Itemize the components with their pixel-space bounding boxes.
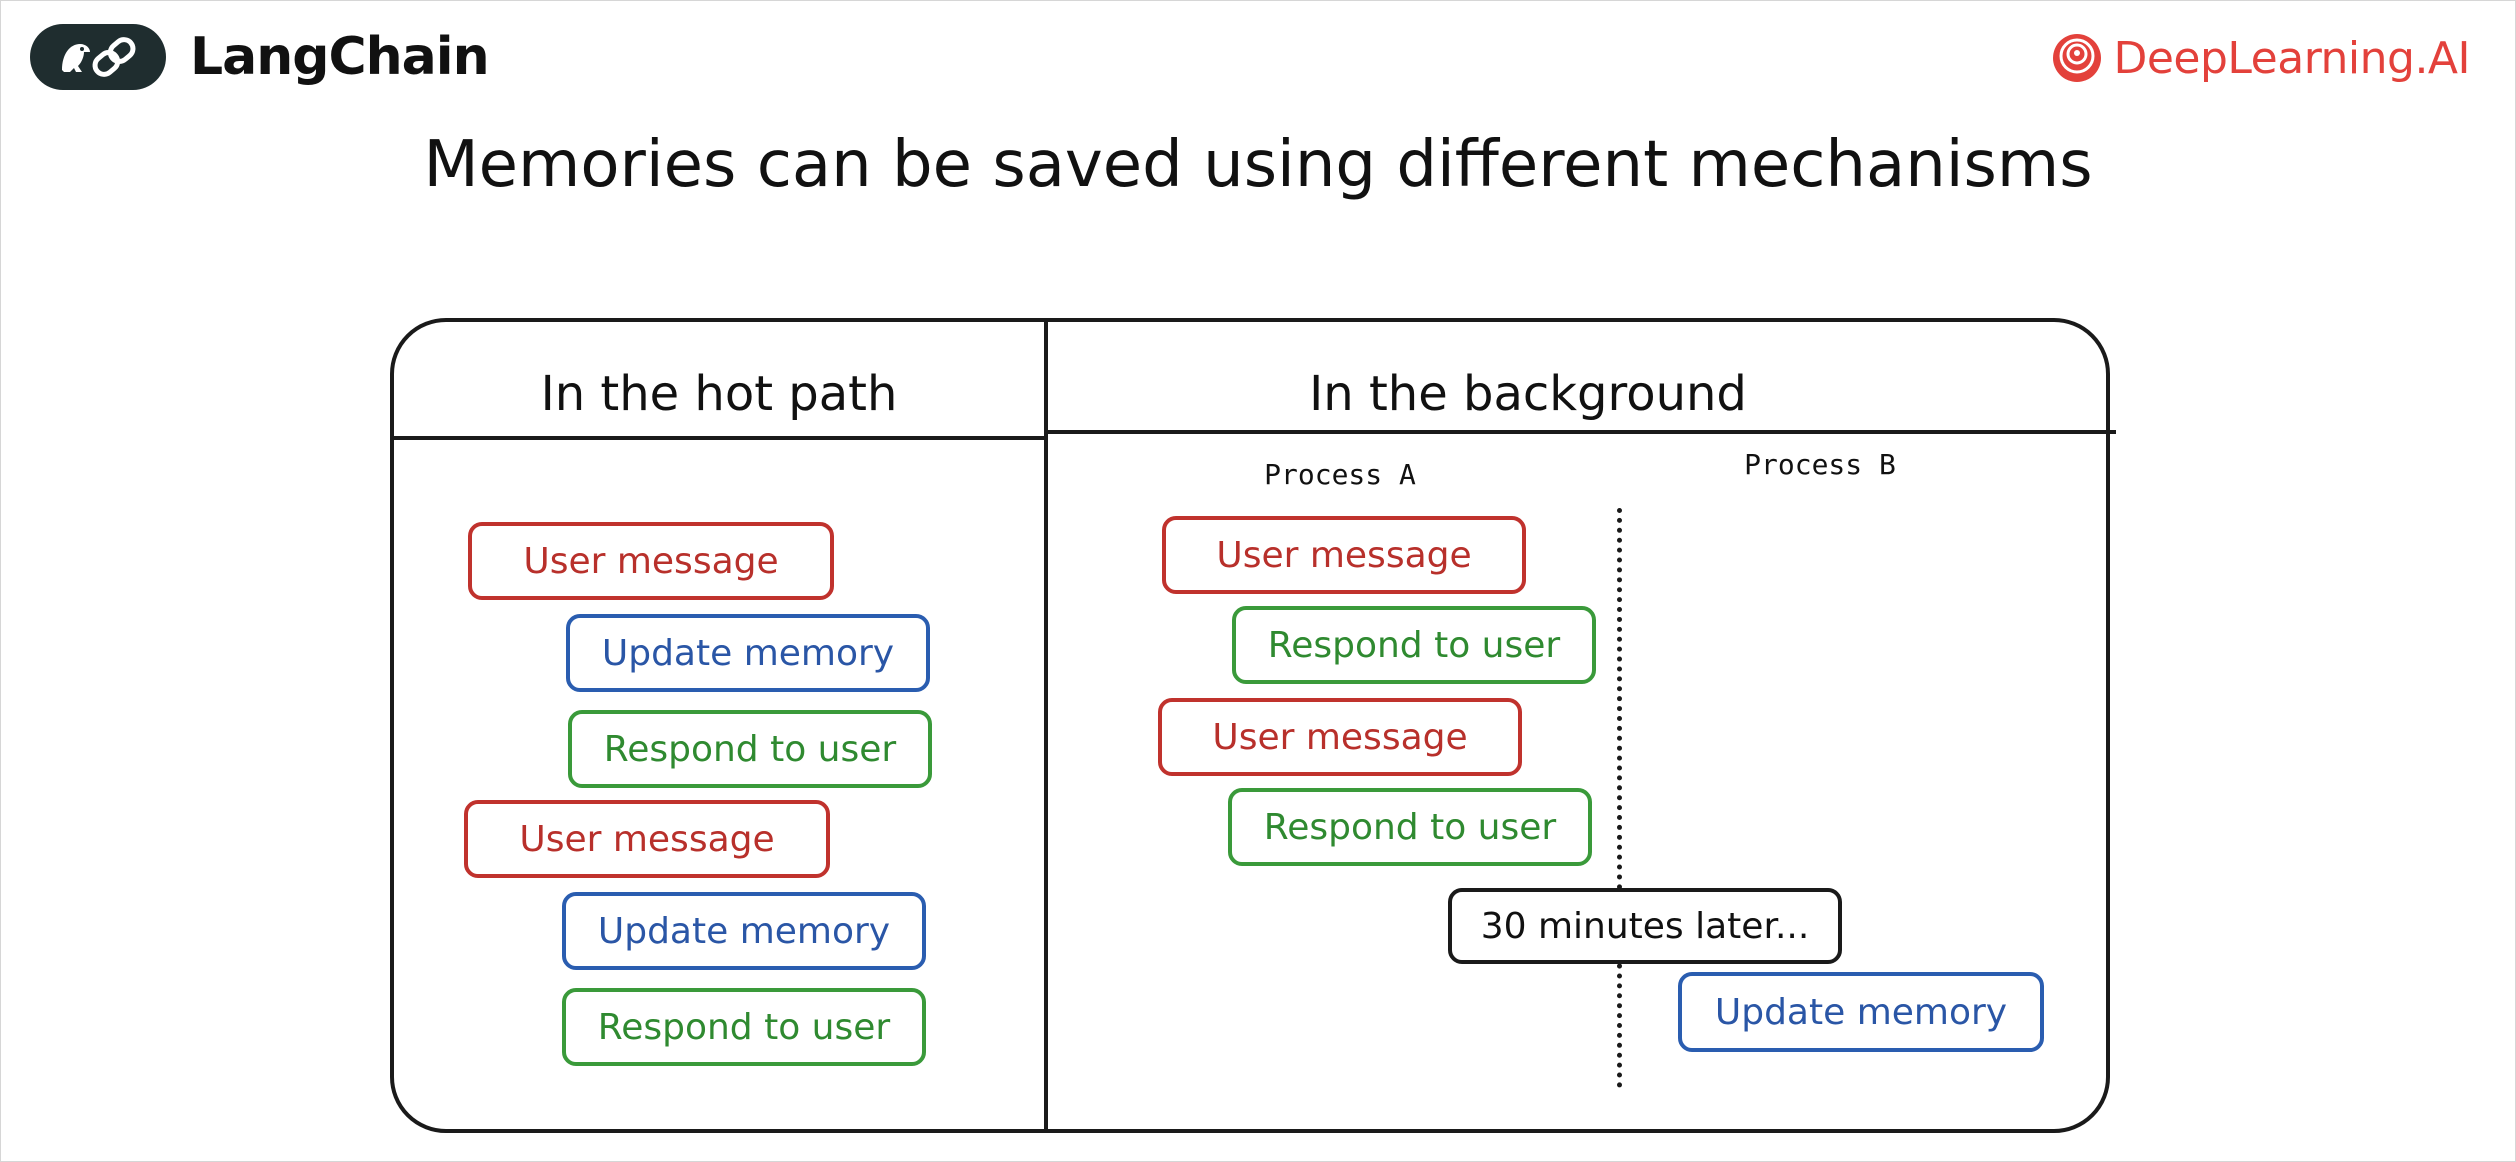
background-respond-to-user-1: Respond to user xyxy=(1232,606,1596,684)
hot-path-heading: In the hot path xyxy=(540,366,898,422)
background-update-memory: Update memory xyxy=(1678,972,2044,1052)
mechanisms-diagram xyxy=(390,318,2110,1133)
column-divider xyxy=(1044,322,1048,1129)
process-separator-dotted-line xyxy=(1617,508,1622,1088)
background-respond-to-user-2: Respond to user xyxy=(1228,788,1592,866)
hot-path-respond-to-user-2: Respond to user xyxy=(562,988,926,1066)
header-divider-left xyxy=(390,436,1048,440)
langchain-badge-icon xyxy=(30,24,166,90)
process-b-label: Process B xyxy=(1744,448,1896,481)
deeplearning-logo: DeepLearning.AI xyxy=(2051,30,2470,86)
hot-path-update-memory-1: Update memory xyxy=(566,614,930,692)
background-user-message-2: User message xyxy=(1158,698,1522,776)
background-user-message-1: User message xyxy=(1162,516,1526,594)
header-divider-right xyxy=(1046,430,2116,434)
process-a-label: Process A xyxy=(1264,458,1416,491)
hot-path-respond-to-user-1: Respond to user xyxy=(568,710,932,788)
deeplearning-wordmark: DeepLearning.AI xyxy=(2113,32,2470,84)
hot-path-update-memory-2: Update memory xyxy=(562,892,926,970)
hot-path-user-message-2: User message xyxy=(464,800,830,878)
langchain-wordmark: LangChain xyxy=(190,27,490,87)
background-heading: In the background xyxy=(1309,366,1747,422)
langchain-logo: LangChain xyxy=(30,24,490,90)
slide-title: Memories can be saved using different me… xyxy=(423,128,2093,202)
delay-30-minutes-later: 30 minutes later... xyxy=(1448,888,1842,964)
parrot-link-icon xyxy=(62,37,136,77)
deeplearning-spiral-icon xyxy=(2053,34,2102,82)
hot-path-user-message-1: User message xyxy=(468,522,834,600)
